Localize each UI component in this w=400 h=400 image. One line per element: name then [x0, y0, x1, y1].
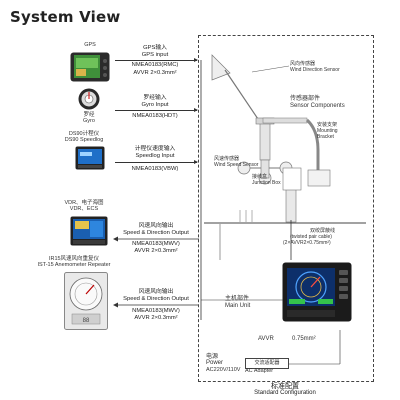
repeater-signal-cable: AVVR 2×0.3mm² — [134, 315, 178, 321]
gyro-label-cn: 罗经 — [83, 112, 95, 118]
power-voltage: AC220V/110V — [206, 367, 241, 373]
gps-device-icon — [70, 52, 110, 82]
cable-label-cn: 双绞屏蔽线 — [310, 228, 336, 234]
wind-direction-sensor-cn: 风向传感器 — [290, 61, 316, 67]
repeater-label-cn: IR15风速风向重复仪 — [48, 256, 100, 262]
vdr-signal-cable: AVVR 2×0.3mm² — [134, 248, 178, 254]
vdr-signal-en: Speed & Direction Output — [123, 230, 189, 236]
power-connection-lines — [288, 330, 341, 365]
junction-box-cn: 接线盒 — [252, 174, 268, 180]
footer-en: Standard Configuration — [254, 390, 316, 396]
main-unit-label-en: Main Unit — [225, 303, 251, 309]
gps-signal-protocol: NMEA0183(RMC) — [131, 62, 179, 68]
bracket-label-en-2: Bracket — [317, 134, 334, 140]
sensor-components-cn: 传感器部件 — [290, 96, 321, 102]
twisted-pair-cable-line — [219, 220, 292, 260]
svg-text:88: 88 — [83, 318, 90, 324]
speed-signal-protocol: NMEA0183(VBW) — [131, 166, 179, 172]
wind-direction-sensor-en: Wind Direction Sensor — [290, 67, 340, 73]
sensor-components-en: Sensor Components — [290, 103, 345, 109]
gyro-signal-en: Gyro Input — [141, 102, 169, 108]
footer-cn: 标准配置 — [271, 383, 299, 390]
signal-bus-lines — [200, 60, 283, 320]
vdr-signal-protocol: NMEA0183(MWV) — [132, 241, 180, 247]
gps-arrow — [115, 58, 198, 62]
speed-signal-en: Speedlog Input — [135, 153, 175, 159]
cable-label-en: (twisted pair cable) — [290, 234, 332, 240]
page-title: System View — [10, 8, 121, 26]
ac-adapter-cn: 交流适配器 — [254, 360, 280, 366]
repeater-arrow — [113, 302, 199, 308]
ac-adapter-en: AC Adapter — [245, 368, 274, 374]
speedlog-label-en: DS90 Speedlog — [64, 137, 104, 143]
sensor-assembly-drawing — [204, 54, 366, 224]
avvr-spec: 0.75mm² — [292, 336, 316, 342]
junction-box-en: Junction Box — [252, 180, 281, 186]
power-label-en: Power — [206, 360, 224, 366]
main-unit-label-cn: 主机部件 — [225, 296, 250, 302]
gyro-label-en: Gyro — [83, 118, 95, 124]
main-unit-display — [282, 262, 352, 322]
gps-signal-cable: AVVR 2×0.3mm² — [133, 70, 177, 76]
vdr-arrow — [113, 236, 199, 242]
speed-arrow — [115, 160, 198, 164]
vdr-signal-cn: 风速风向输出 — [138, 223, 174, 229]
repeater-signal-en: Speed & Direction Output — [123, 296, 189, 302]
gyro-signal-protocol: NMEA0183(HDT) — [132, 113, 178, 119]
wind-direction-leader — [252, 65, 290, 73]
standard-configuration-label: 标准配置 Standard Configuration — [220, 383, 350, 397]
gps-label: GPS — [84, 42, 96, 48]
gyro-arrow — [115, 108, 198, 112]
speed-signal-cn: 计程仪速度输入 — [134, 146, 176, 152]
speedlog-label-cn: DS90计程仪 — [68, 131, 100, 137]
repeater-label-en: IST-15 Anemometer Repeater — [37, 262, 111, 268]
repeater-device-icon: 88 — [64, 272, 108, 330]
vdr-label-cn: VDR、电子海图 — [64, 200, 104, 206]
speedlog-device-icon — [75, 146, 105, 170]
gps-signal-cn: GPS输入 — [143, 45, 167, 51]
vdr-device-icon — [70, 216, 108, 246]
standard-configuration-box — [198, 35, 374, 382]
wind-speed-sensor-en: Wind Speed Sensor — [214, 162, 259, 168]
repeater-signal-cn: 风速风向输出 — [138, 289, 174, 295]
gps-signal-en: GPS input — [141, 52, 169, 58]
gyro-signal-cn: 罗经输入 — [143, 95, 167, 101]
avvr-label: AVVR — [258, 336, 274, 342]
repeater-signal-protocol: NMEA0183(MWV) — [132, 308, 180, 314]
bracket-label-en-1: Mounting — [317, 128, 338, 134]
wind-speed-sensor-cn: 风速传感器 — [214, 156, 240, 162]
ac-adapter-box — [245, 358, 289, 369]
cable-spec: (2×AVVR2×0.75mm²) — [283, 240, 331, 246]
vdr-label-en: VDR、ECS — [69, 206, 99, 212]
gyro-device-icon — [78, 88, 100, 110]
bracket-label-cn: 安装支架 — [317, 122, 338, 128]
power-label-cn: 电源 — [206, 354, 219, 360]
